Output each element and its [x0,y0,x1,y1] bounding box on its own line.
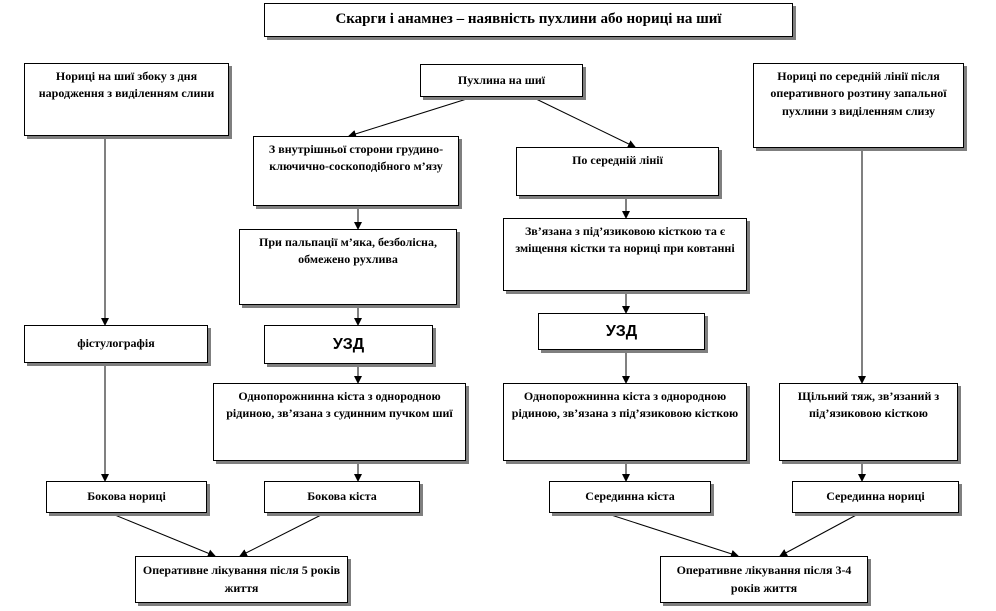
node-dense-tract-text: Щільний тяж, зв’язаний з під’язиковою кі… [797,389,940,421]
arrow-tumor-to-midline [531,96,636,148]
node-median-fistula: Серединна нориці [792,481,959,513]
node-right-fistula-text: Нориці по середній лінії після оперативн… [770,69,947,118]
node-dense-tract: Щільний тяж, зв’язаний з під’язиковою кі… [779,383,958,461]
node-surgery-3-4-text: Оперативне лікування після 3-4 років жит… [676,563,852,595]
node-surgery-3-4: Оперативне лікування після 3-4 років жит… [660,556,868,603]
node-cyst-vascular-text: Однопорожнинна кіста з однородною рідино… [226,389,453,421]
node-median-cyst-text: Серединна кіста [585,489,675,504]
node-uzd-right: УЗД [538,313,705,350]
node-surgery-5: Оперативне лікування після 5 років життя [135,556,348,603]
node-inner-side: З внутрішньої сторони грудино-ключично-с… [253,136,459,206]
node-palpation: При пальпації м’яка, безболісна, обмежен… [239,229,457,305]
node-fistulography: фістулографія [24,325,208,363]
node-lateral-cyst: Бокова кіста [264,481,420,513]
node-median-cyst: Серединна кіста [549,481,711,513]
node-uzd-left-text: УЗД [332,335,365,353]
node-cyst-vascular: Однопорожнинна кіста з однородною рідино… [213,383,466,461]
node-center-tumor: Пухлина на шиї [420,64,583,97]
diagram-title: Скарги і анамнез – наявність пухлини або… [264,3,793,37]
node-right-fistula: Нориці по середній лінії після оперативн… [753,63,964,148]
arrow-median-cyst-to-surgery-3-4 [604,512,739,558]
node-surgery-5-text: Оперативне лікування після 5 років життя [142,563,341,595]
node-left-fistula-text: Нориці на шиї збоку з дня народження з в… [38,69,215,101]
node-lateral-fistula: Бокова нориці [46,481,207,513]
node-fistulography-text: фістулографія [77,336,155,351]
node-lateral-fistula-text: Бокова нориці [87,489,166,504]
node-midline-text: По середній лінії [572,153,663,167]
node-midline: По середній лінії [516,147,719,196]
arrow-median-fistula-to-surgery-3-4 [779,512,861,557]
arrow-tumor-to-inner-side [348,96,474,138]
node-median-fistula-text: Серединна нориці [826,489,925,504]
node-lateral-cyst-text: Бокова кіста [307,489,377,504]
diagram-title-text: Скарги і анамнез – наявність пухлини або… [335,11,722,28]
node-left-fistula: Нориці на шиї збоку з дня народження з в… [24,63,229,136]
node-center-tumor-text: Пухлина на шиї [457,72,546,87]
node-cyst-hyoid: Однопорожнинна кіста з однородною рідино… [503,383,747,461]
node-hyoid: Зв’язана з під’язиковою кісткою та є змі… [503,218,747,291]
node-hyoid-text: Зв’язана з під’язиковою кісткою та є змі… [515,224,735,256]
node-inner-side-text: З внутрішньої сторони грудино-ключично-с… [268,142,444,174]
node-uzd-left: УЗД [264,325,433,364]
node-cyst-hyoid-text: Однопорожнинна кіста з однородною рідино… [511,389,739,421]
node-uzd-right-text: УЗД [605,322,638,340]
node-palpation-text: При пальпації м’яка, безболісна, обмежен… [259,235,437,267]
arrow-lateral-fistula-to-surgery-5 [109,512,216,558]
arrow-lateral-cyst-to-surgery-5 [239,512,326,557]
